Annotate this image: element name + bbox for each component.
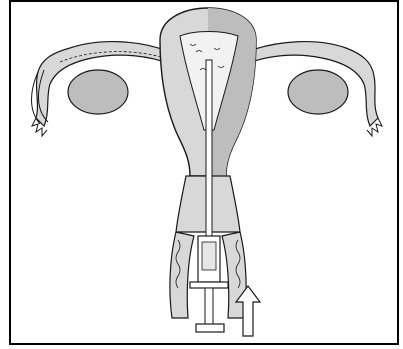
right-ovary-icon [288,70,348,114]
left-ovary-icon [68,70,128,114]
